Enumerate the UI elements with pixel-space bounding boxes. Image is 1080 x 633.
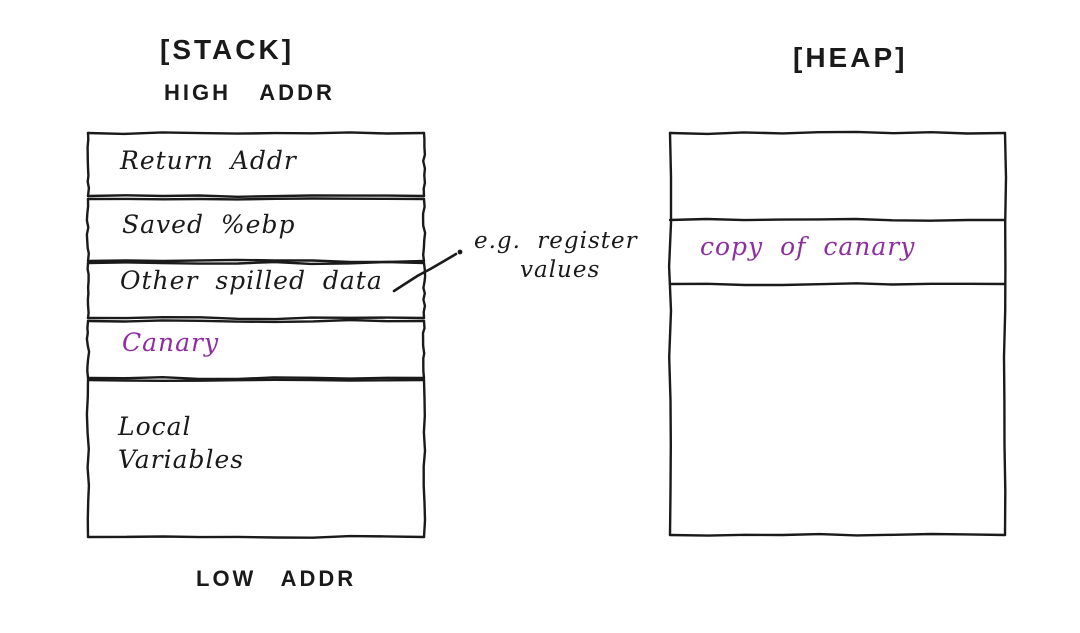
stroke (668, 282, 1007, 287)
stack-row-saved-ebp: Saved %ebp (122, 210, 296, 239)
stroke (86, 194, 426, 198)
stroke (86, 378, 426, 382)
stroke (421, 319, 426, 380)
annotation-register-values-line1: e.g. register (474, 228, 638, 254)
stroke (86, 261, 90, 320)
heap-row-copy-of-canary: copy of canary (700, 232, 916, 261)
stack-high-addr-label: HIGH ADDR (164, 80, 335, 105)
stroke (668, 532, 1007, 537)
stroke (85, 378, 91, 539)
annotation-register-values-line2: values (520, 257, 601, 283)
stroke (86, 260, 426, 266)
stroke (86, 376, 426, 381)
stroke (86, 131, 426, 136)
stroke (86, 318, 426, 324)
stroke (668, 130, 1007, 136)
stroke (86, 316, 426, 321)
stroke (392, 252, 458, 293)
stroke (86, 534, 426, 539)
stroke (422, 378, 427, 539)
stroke (421, 197, 427, 263)
stack-row-other-spilled-data: Other spilled data (120, 266, 383, 295)
stroke (86, 131, 91, 198)
stroke (422, 131, 427, 198)
stroke (668, 217, 1007, 222)
stroke (86, 197, 426, 201)
stroke (1002, 131, 1008, 537)
connector-end-dot (457, 249, 463, 255)
stack-row-local-variables: Local Variables (118, 412, 245, 474)
stack-row-canary: Canary (122, 328, 220, 357)
stroke (85, 197, 90, 263)
stack-low-addr-label: LOW ADDR (196, 566, 357, 591)
stroke (85, 319, 91, 380)
stack-row-return-addr: Return Addr (120, 146, 297, 175)
stroke (667, 131, 673, 537)
heap-title: [HEAP] (793, 42, 908, 73)
stack-title: [STACK] (160, 34, 295, 65)
